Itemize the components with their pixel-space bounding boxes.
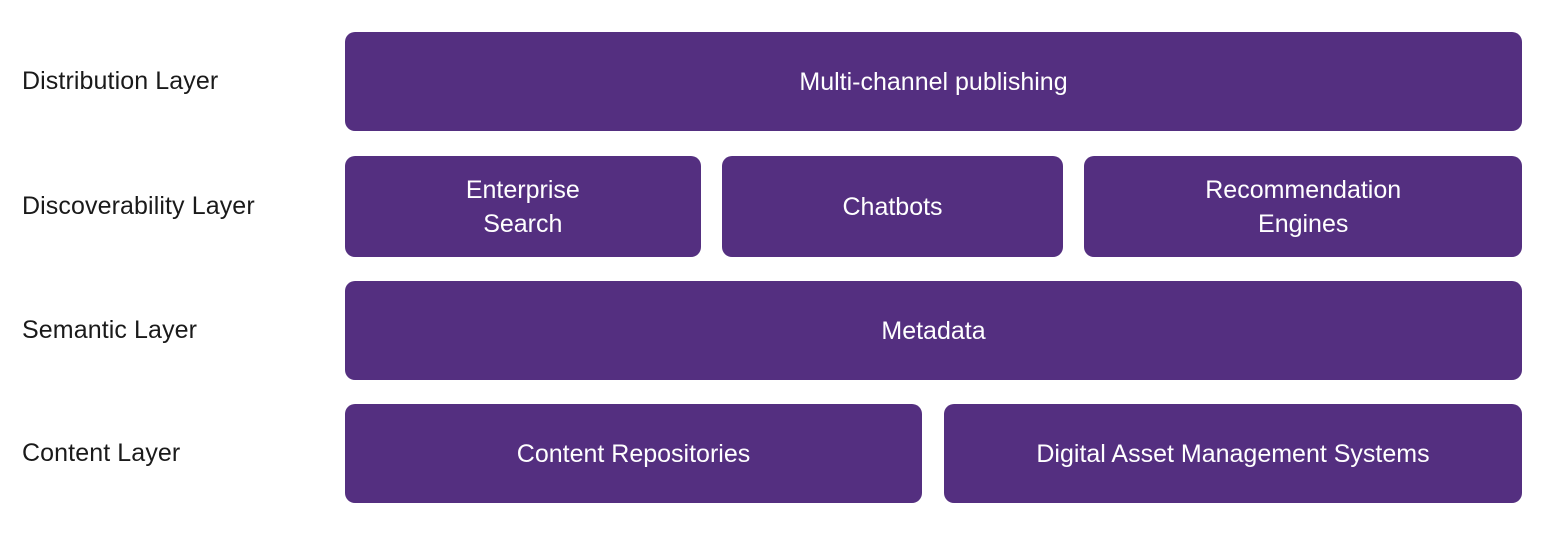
row-boxes-content-layer: Content Repositories Digital Asset Manag… bbox=[345, 404, 1522, 503]
row-boxes-distribution-layer: Multi-channel publishing bbox=[345, 32, 1522, 131]
row-label-distribution-layer: Distribution Layer bbox=[22, 67, 219, 95]
box-metadata[interactable]: Metadata bbox=[345, 281, 1522, 380]
box-label-metadata: Metadata bbox=[881, 316, 986, 345]
diagram-row-content-layer: Content Layer Content Repositories Digit… bbox=[0, 404, 1542, 503]
diagram-row-discoverability-layer: Discoverability Layer Enterprise Search … bbox=[0, 156, 1542, 257]
row-boxes-discoverability-layer: Enterprise Search Chatbots Recommendatio… bbox=[345, 156, 1523, 257]
box-chatbots[interactable]: Chatbots bbox=[721, 156, 1064, 257]
box-label-recommendation-engines: Recommendation Engines bbox=[1205, 175, 1402, 238]
row-label-discoverability-layer: Discoverability Layer bbox=[22, 192, 255, 220]
box-label-content-repositories: Content Repositories bbox=[516, 439, 751, 468]
row-label-content-layer: Content Layer bbox=[22, 439, 181, 467]
box-label-chatbots: Chatbots bbox=[842, 192, 943, 221]
box-label-digital-asset-management-systems: Digital Asset Management Systems bbox=[1036, 439, 1430, 468]
row-boxes-semantic-layer: Metadata bbox=[345, 281, 1522, 380]
box-digital-asset-management-systems[interactable]: Digital Asset Management Systems bbox=[944, 404, 1522, 503]
box-recommendation-engines[interactable]: Recommendation Engines bbox=[1084, 156, 1523, 257]
box-multi-channel-publishing[interactable]: Multi-channel publishing bbox=[345, 32, 1522, 131]
box-label-enterprise-search: Enterprise Search bbox=[465, 175, 580, 238]
diagram-row-distribution-layer: Distribution Layer Multi-channel publish… bbox=[0, 32, 1542, 131]
box-label-multi-channel-publishing: Multi-channel publishing bbox=[799, 67, 1068, 96]
row-label-semantic-layer: Semantic Layer bbox=[22, 316, 198, 344]
diagram-row-semantic-layer: Semantic Layer Metadata bbox=[0, 281, 1542, 380]
box-content-repositories[interactable]: Content Repositories bbox=[345, 404, 922, 503]
box-enterprise-search[interactable]: Enterprise Search bbox=[345, 156, 701, 257]
